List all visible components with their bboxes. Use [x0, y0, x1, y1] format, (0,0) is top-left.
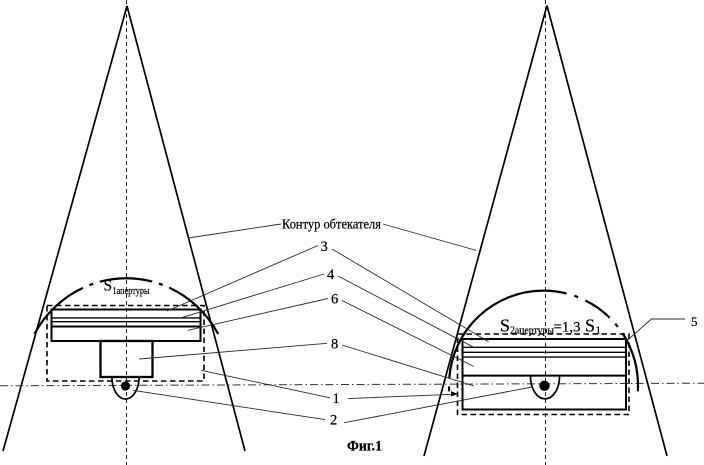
svg-text:Контур обтекателя: Контур обтекателя: [282, 217, 381, 232]
svg-text:2: 2: [330, 412, 337, 428]
svg-text:Фиг.1: Фиг.1: [347, 439, 382, 455]
svg-text:S: S: [500, 316, 510, 336]
svg-text:1: 1: [333, 391, 340, 407]
svg-text:S: S: [585, 316, 595, 336]
svg-text:S: S: [104, 278, 113, 295]
svg-text:4: 4: [327, 267, 335, 283]
svg-text:3: 3: [321, 239, 328, 255]
svg-text:=1,3: =1,3: [554, 320, 581, 336]
svg-text:5: 5: [691, 314, 698, 329]
svg-text:6: 6: [331, 292, 338, 308]
svg-text:8: 8: [331, 336, 338, 352]
svg-text:2апертуры: 2апертуры: [510, 325, 555, 337]
svg-text:1апертуры: 1апертуры: [113, 286, 150, 297]
svg-text:1: 1: [596, 325, 602, 337]
